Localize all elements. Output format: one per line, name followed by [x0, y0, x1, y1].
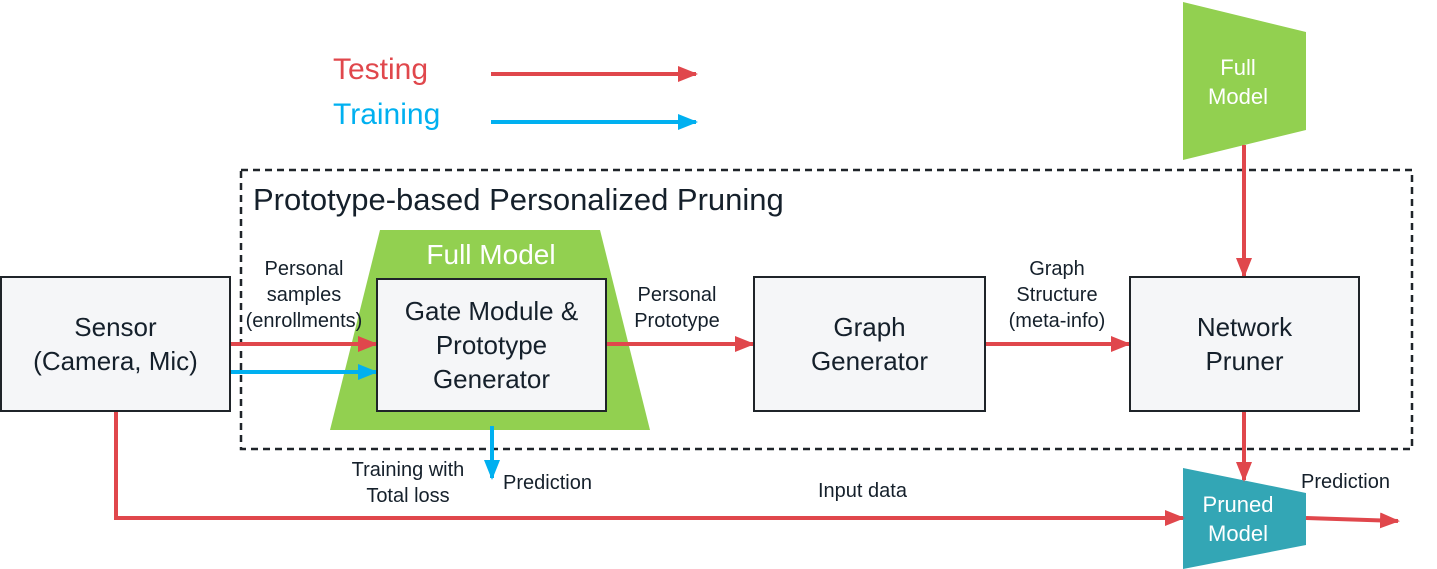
- personal-prototype-line2: Prototype: [634, 310, 720, 332]
- graph-structure-line3: (meta-info): [1008, 310, 1106, 332]
- graph-structure-line1: Graph: [1029, 258, 1085, 280]
- legend-testing-label: Testing: [333, 53, 429, 86]
- training-loss-line1: Training with: [351, 459, 465, 481]
- sensor-line2: (Camera, Mic): [33, 346, 198, 376]
- label-graph-structure: Graph Structure (meta-info): [994, 256, 1120, 334]
- label-prediction-mid: Prediction: [503, 472, 592, 494]
- label-personal-prototype: Personal Prototype: [614, 282, 740, 334]
- pruned-model-line1: Pruned: [1202, 492, 1274, 517]
- sensor-line1: Sensor: [74, 312, 157, 342]
- arrow-input-data: [114, 411, 1185, 526]
- network-pruner-line1: Network: [1196, 312, 1293, 342]
- graph-generator-line1: Graph: [833, 312, 906, 342]
- label-personal-samples: Personal samples (enrollments): [236, 256, 372, 334]
- pruning-region-border: [239, 168, 1414, 451]
- personal-samples-line2: samples: [266, 284, 342, 306]
- pruned-model-label: Pruned Model: [1183, 490, 1293, 548]
- training-loss-line2: Total loss: [366, 485, 450, 507]
- graph-structure-line2: Structure: [1016, 284, 1098, 306]
- gate-line1: Gate Module &: [404, 296, 579, 326]
- arrow-pruned-to-prediction: [1305, 512, 1400, 529]
- full-model-top-label: Full Model: [1183, 53, 1293, 111]
- graph-generator-box: Graph Generator: [753, 276, 986, 412]
- personal-samples-line3: (enrollments): [245, 310, 363, 332]
- personal-samples-line1: Personal: [264, 258, 344, 280]
- gate-line3: Generator: [432, 364, 551, 394]
- graph-generator-line2: Generator: [810, 346, 929, 376]
- gate-line2: Prototype: [435, 330, 548, 360]
- legend-training-label: Training: [333, 98, 441, 131]
- full-model-inner-label: Full Model: [426, 239, 556, 270]
- full-model-top-line2: Model: [1208, 84, 1268, 109]
- region-title: Prototype-based Personalized Pruning: [253, 182, 784, 217]
- full-model-top-line1: Full: [1220, 55, 1256, 80]
- pruned-model-line2: Model: [1208, 521, 1268, 546]
- pruned-model-shape: [1183, 468, 1306, 569]
- full-model-top-shape: [1183, 2, 1306, 160]
- sensor-box: Sensor (Camera, Mic): [0, 276, 231, 412]
- gate-module-box: Gate Module & Prototype Generator: [376, 278, 607, 412]
- label-input-data: Input data: [818, 480, 907, 502]
- network-pruner-line2: Pruner: [1205, 346, 1284, 376]
- label-training-loss: Training with Total loss: [345, 457, 471, 509]
- personal-prototype-line1: Personal: [637, 284, 717, 306]
- network-pruner-box: Network Pruner: [1129, 276, 1360, 412]
- label-prediction-out: Prediction: [1301, 471, 1390, 493]
